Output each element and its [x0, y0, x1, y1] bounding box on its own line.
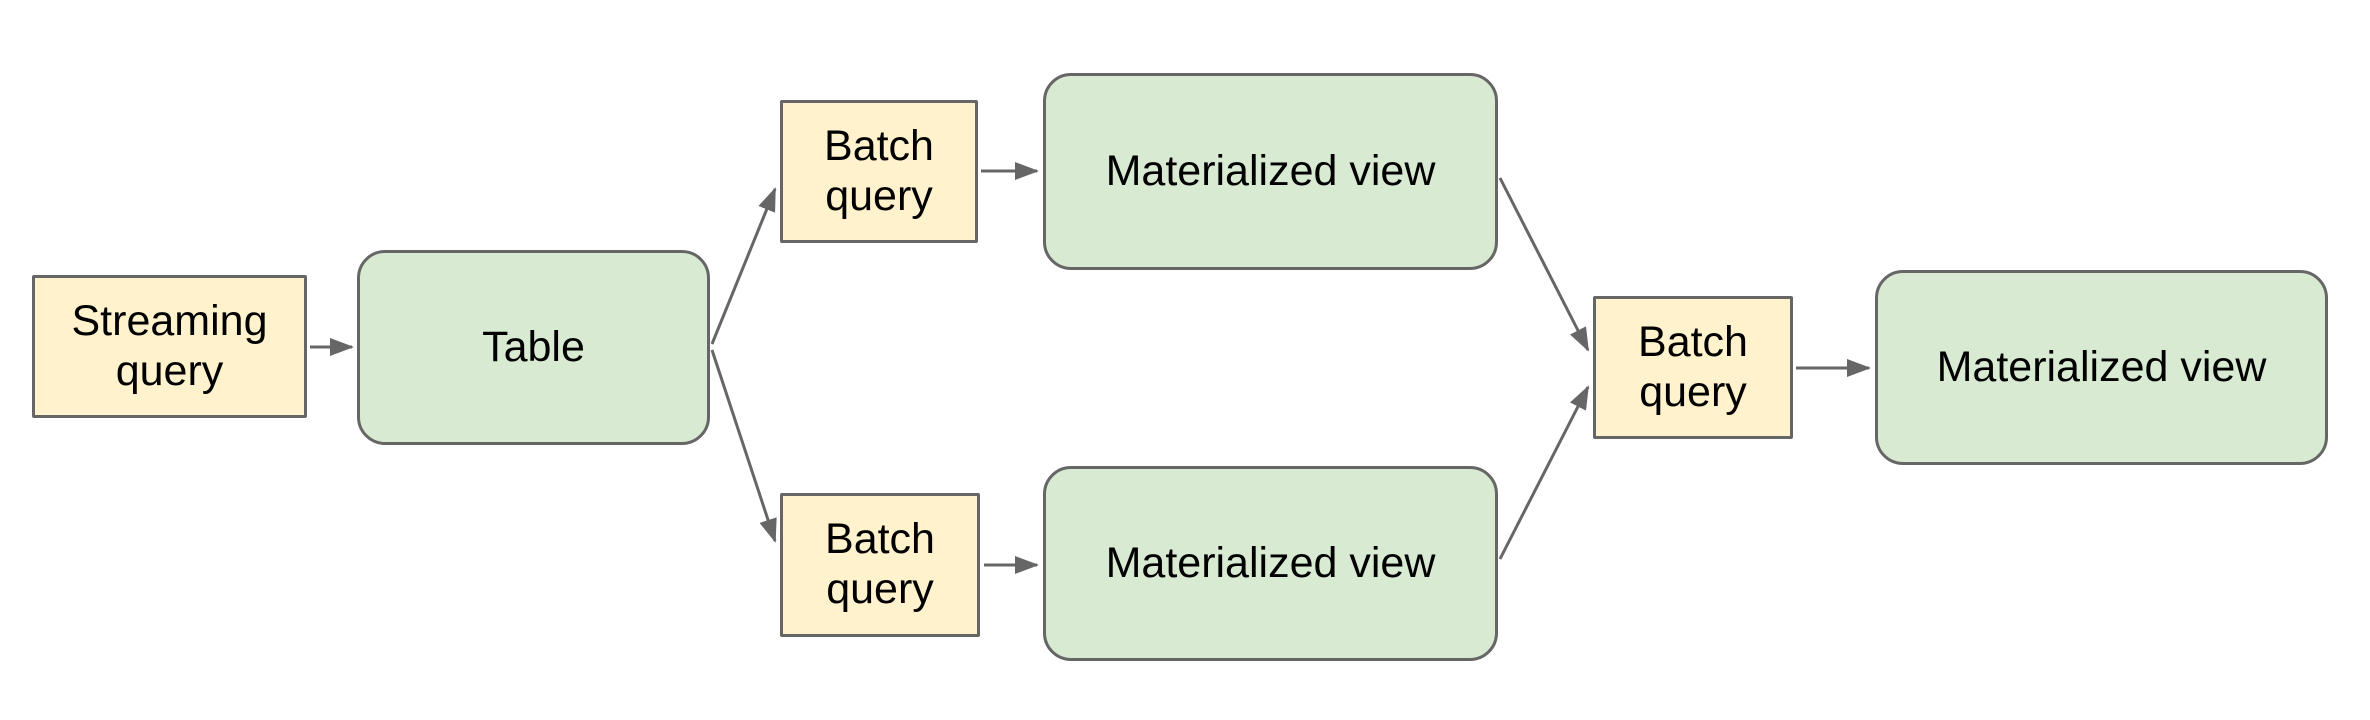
- edge-materialized-view-top-to-batch-query-merge: [1498, 177, 1590, 352]
- node-table-label: Table: [482, 322, 585, 371]
- node-materialized-view-final-label: Materialized view: [1936, 342, 2267, 391]
- node-materialized-view-final: Materialized view: [1875, 270, 2328, 465]
- node-materialized-view-bottom-label: Materialized view: [1105, 538, 1436, 587]
- node-batch-query-bottom: Batch query: [780, 493, 980, 637]
- node-materialized-view-bottom: Materialized view: [1043, 466, 1498, 661]
- edge-table-to-batch-query-top: [710, 187, 777, 345]
- node-batch-query-merge: Batch query: [1593, 296, 1793, 439]
- edge-materialized-view-bottom-to-batch-query-merge: [1498, 385, 1590, 560]
- node-batch-query-top-label: Batch query: [824, 121, 934, 220]
- node-table: Table: [357, 250, 710, 445]
- node-streaming-query: Streaming query: [32, 275, 307, 418]
- node-materialized-view-top-label: Materialized view: [1105, 146, 1436, 195]
- edge-table-to-batch-query-bottom: [710, 349, 777, 543]
- node-materialized-view-top: Materialized view: [1043, 73, 1498, 270]
- node-batch-query-merge-label: Batch query: [1638, 317, 1748, 416]
- node-batch-query-bottom-label: Batch query: [825, 515, 935, 613]
- node-batch-query-top: Batch query: [780, 100, 978, 243]
- node-streaming-query-label: Streaming query: [71, 296, 268, 395]
